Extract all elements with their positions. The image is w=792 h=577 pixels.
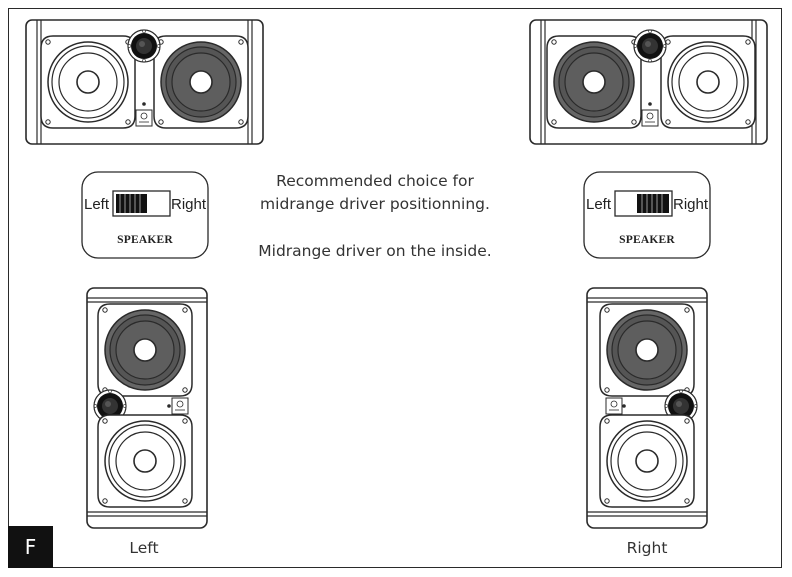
speaker-switch-left: Left Right SPEAKER <box>81 171 209 259</box>
woofer-light <box>599 414 695 508</box>
figure-letter-badge: F <box>8 526 53 568</box>
woofer-light <box>660 35 756 129</box>
tweeter-icon <box>127 29 161 63</box>
woofer-light <box>97 414 193 508</box>
caption-left: Left <box>129 539 159 557</box>
caption-right: Right <box>626 539 668 557</box>
figure-frame <box>8 8 782 568</box>
woofer-light <box>40 35 136 129</box>
speaker-switch-right: Left Right SPEAKER <box>583 171 711 259</box>
tweeter-icon <box>633 29 667 63</box>
midrange-dark <box>599 303 695 397</box>
speaker-top-left-horizontal <box>25 19 264 145</box>
focal-logo-icon <box>171 397 189 415</box>
switch-left-label-left: Left <box>84 196 110 213</box>
focal-logo-icon <box>641 109 659 127</box>
focal-logo-icon <box>135 109 153 127</box>
switch-left-title: SPEAKER <box>117 234 173 246</box>
switch-right-label-right: Right <box>673 196 709 213</box>
midrange-dark <box>546 35 642 129</box>
recommendation-line-3: Midrange driver on the inside. <box>258 242 492 260</box>
midrange-dark <box>97 303 193 397</box>
speaker-top-right-horizontal <box>529 19 768 145</box>
switch-left-label-right: Right <box>171 196 207 213</box>
switch-right-title: SPEAKER <box>619 234 675 246</box>
recommendation-line-1: Recommended choice for <box>276 172 474 190</box>
recommendation-line-2: midrange driver positionning. <box>260 195 490 213</box>
midrange-dark <box>153 35 249 129</box>
switch-right-label-left: Left <box>586 196 612 213</box>
speaker-bottom-right-vertical <box>586 287 708 529</box>
focal-logo-icon <box>605 397 623 415</box>
speaker-bottom-left-vertical <box>86 287 208 529</box>
